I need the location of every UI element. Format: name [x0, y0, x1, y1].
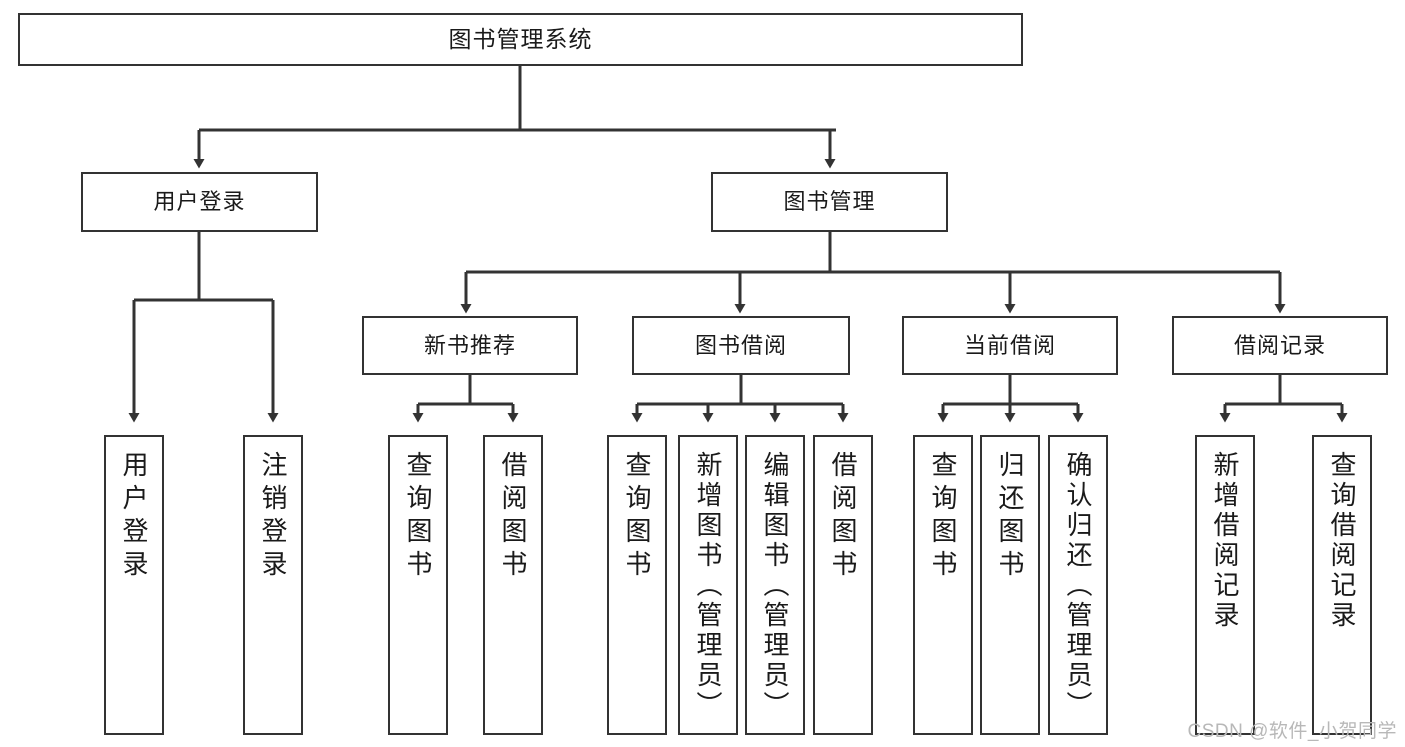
- node-new-book-recommend-label: 新书推荐: [423, 332, 516, 358]
- leaf-query-book-borrow-label: 查询图书: [622, 451, 652, 583]
- leaf-borrow-book-label: 借阅图书: [828, 451, 858, 583]
- leaf-confirm-return-admin[interactable]: 确认归还（管理员）: [1048, 435, 1108, 735]
- leaf-edit-book-admin[interactable]: 编辑图书（管理员）: [745, 435, 805, 735]
- leaf-add-book-admin-label: 新增图书（管理员）: [693, 451, 723, 721]
- leaf-add-borrow-record[interactable]: 新增借阅记录: [1195, 435, 1255, 735]
- node-book-management-label: 图书管理: [783, 189, 876, 215]
- leaf-add-borrow-record-label: 新增借阅记录: [1210, 451, 1240, 631]
- leaf-logout[interactable]: 注销登录: [243, 435, 303, 735]
- node-root-label: 图书管理系统: [448, 25, 593, 52]
- leaf-confirm-return-admin-label: 确认归还（管理员）: [1063, 451, 1093, 721]
- leaf-query-borrow-record[interactable]: 查询借阅记录: [1312, 435, 1372, 735]
- leaf-borrow-book-recommend-label: 借阅图书: [498, 451, 528, 583]
- leaf-query-book-current-label: 查询图书: [928, 451, 958, 583]
- leaf-user-login-label: 用户登录: [119, 451, 149, 583]
- node-book-borrow-label: 图书借阅: [694, 332, 787, 358]
- node-new-book-recommend[interactable]: 新书推荐: [362, 316, 578, 375]
- leaf-logout-label: 注销登录: [258, 451, 288, 583]
- leaf-borrow-book-recommend[interactable]: 借阅图书: [483, 435, 543, 735]
- node-user-login[interactable]: 用户登录: [81, 172, 318, 232]
- node-borrow-records[interactable]: 借阅记录: [1172, 316, 1388, 375]
- node-root[interactable]: 图书管理系统: [18, 13, 1023, 66]
- leaf-query-borrow-record-label: 查询借阅记录: [1327, 451, 1357, 631]
- node-book-management[interactable]: 图书管理: [711, 172, 948, 232]
- leaf-query-book-recommend[interactable]: 查询图书: [388, 435, 448, 735]
- leaf-query-book-current[interactable]: 查询图书: [913, 435, 973, 735]
- leaf-return-book-label: 归还图书: [995, 451, 1025, 583]
- leaf-user-login[interactable]: 用户登录: [104, 435, 164, 735]
- leaf-query-book-recommend-label: 查询图书: [403, 451, 433, 583]
- node-borrow-records-label: 借阅记录: [1233, 332, 1326, 358]
- node-user-login-label: 用户登录: [153, 189, 246, 215]
- leaf-return-book[interactable]: 归还图书: [980, 435, 1040, 735]
- leaf-query-book-borrow[interactable]: 查询图书: [607, 435, 667, 735]
- node-book-borrow[interactable]: 图书借阅: [632, 316, 850, 375]
- leaf-borrow-book[interactable]: 借阅图书: [813, 435, 873, 735]
- leaf-edit-book-admin-label: 编辑图书（管理员）: [760, 451, 790, 721]
- leaf-add-book-admin[interactable]: 新增图书（管理员）: [678, 435, 738, 735]
- watermark: CSDN @软件_小贺同学: [1187, 721, 1397, 742]
- node-current-borrow-label: 当前借阅: [963, 332, 1056, 358]
- node-current-borrow[interactable]: 当前借阅: [902, 316, 1118, 375]
